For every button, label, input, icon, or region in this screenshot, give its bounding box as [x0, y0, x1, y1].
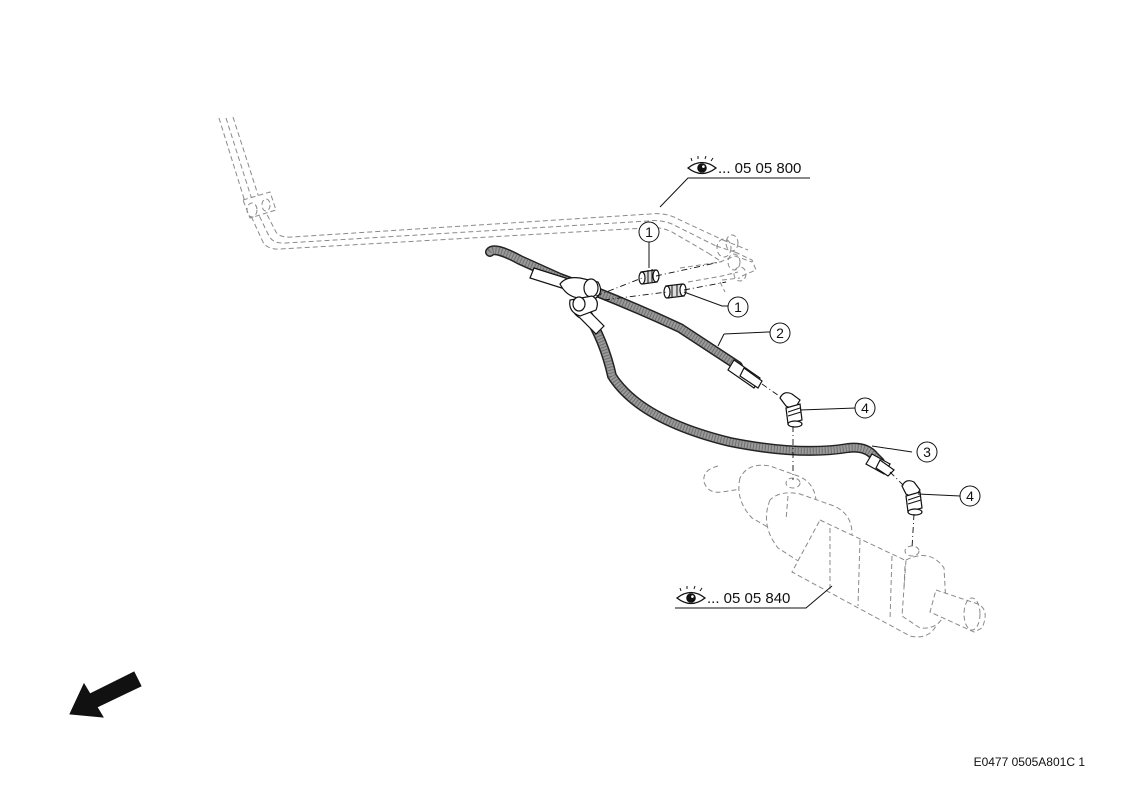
- callout-3: 3: [916, 441, 938, 463]
- direction-arrow-icon: [69, 671, 142, 718]
- tee-fitting: [559, 277, 602, 317]
- callout-1-lower-label: 1: [734, 299, 742, 315]
- callout-3-label: 3: [923, 444, 931, 460]
- ghost-pipe-assembly: [218, 116, 757, 293]
- elbow-4-lower: [901, 480, 923, 516]
- callout-1-lower: 1: [727, 296, 749, 318]
- callout-1-upper: 1: [638, 221, 660, 243]
- reference-upper: ... 05 05 800: [659, 155, 810, 208]
- callout-4-lower: 4: [959, 485, 981, 507]
- elbow-4-upper: [779, 392, 803, 428]
- callout-2-label: 2: [776, 325, 784, 341]
- hose-2: [485, 245, 763, 389]
- callout-leaders: [648, 242, 961, 497]
- adapter-1-upper: [638, 269, 660, 285]
- callout-4-upper: 4: [854, 397, 876, 419]
- reference-lower-label: ... 05 05 840: [707, 590, 790, 607]
- reference-lower: ... 05 05 840: [675, 585, 833, 609]
- callout-1-upper-label: 1: [645, 224, 653, 240]
- eye-icon: [675, 585, 707, 605]
- callout-2: 2: [769, 322, 791, 344]
- eye-icon: [686, 155, 718, 175]
- adapter-1-lower: [663, 283, 687, 299]
- hose-3: [573, 305, 895, 477]
- callout-4-lower-label: 4: [966, 488, 974, 504]
- callout-4-upper-label: 4: [861, 400, 869, 416]
- reference-upper-label: ... 05 05 800: [718, 160, 801, 177]
- assembly-lines: [595, 261, 915, 549]
- drawing-code: E0477 0505A801C 1: [974, 755, 1086, 769]
- ghost-cylinder: [703, 464, 986, 638]
